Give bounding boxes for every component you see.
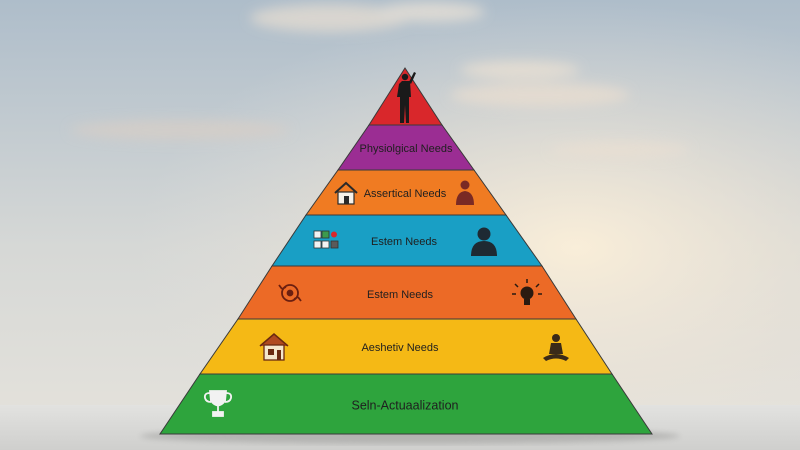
- level-4-label: Estem Needs: [367, 289, 434, 301]
- level-5-label: Aeshetiv Needs: [361, 342, 439, 354]
- pyramid-level-2: Assertical Needs: [305, 169, 507, 216]
- meditation-icon: [543, 334, 569, 361]
- house-icon: [259, 333, 289, 361]
- pyramid-level-3: Estem Needs: [271, 214, 543, 267]
- app-grid-icon: [313, 230, 339, 249]
- lightbulb-icon: [512, 279, 542, 305]
- level-1-label: Physiolgical Needs: [360, 143, 453, 155]
- pyramid-level-4: Estem Needs: [237, 265, 577, 320]
- pyramid-level-6: Seln-Actuaalization: [159, 373, 653, 435]
- pyramid-level-1: Physiolgical Needs: [337, 124, 475, 171]
- circular-arrows-icon: [278, 284, 302, 302]
- person-icon: [456, 180, 474, 205]
- pyramid-level-5: Aeshetiv Needs: [199, 318, 613, 375]
- climber-silhouette-icon: [397, 72, 416, 123]
- trophy-icon: [203, 390, 233, 417]
- level-6-label: Seln-Actuaalization: [351, 398, 458, 412]
- level-2-label: Assertical Needs: [364, 188, 447, 200]
- house-icon: [334, 181, 358, 205]
- person-bust-icon: [471, 227, 497, 256]
- level-6-band: [159, 373, 653, 435]
- level-3-label: Estem Needs: [371, 236, 438, 248]
- clouds: [70, 2, 690, 158]
- pyramid-level-apex: [368, 67, 443, 126]
- pyramid: Physiolgical Needs Assertical Needs Este…: [159, 67, 653, 435]
